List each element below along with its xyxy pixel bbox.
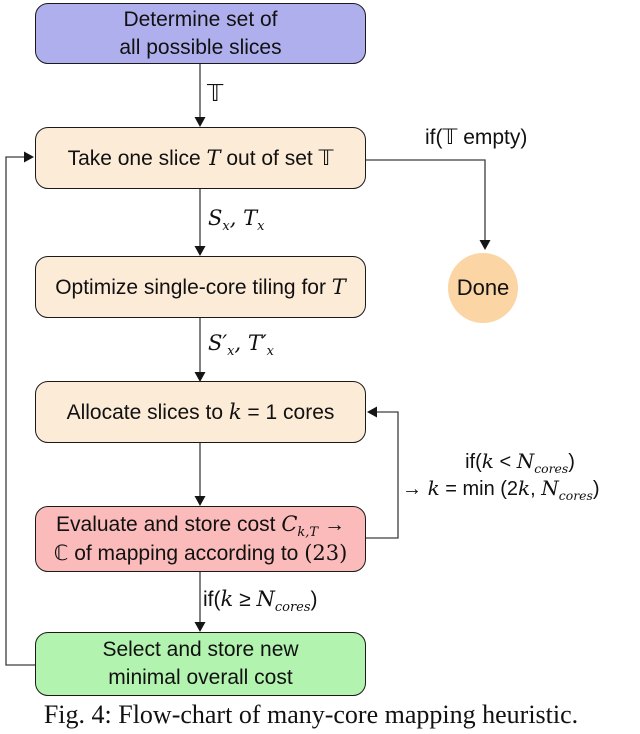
node-text: Take one slice T out of set 𝕋: [68, 144, 334, 173]
node-take-slice: Take one slice T out of set 𝕋: [35, 127, 366, 189]
text: ,: [530, 478, 542, 500]
text: ,: [234, 331, 248, 355]
arrow-glyph: →: [318, 513, 345, 536]
math-k: k: [427, 476, 440, 500]
label-set-T: 𝕋: [207, 82, 223, 107]
text: if(: [203, 588, 221, 611]
math-k: k: [220, 587, 234, 611]
equation-ref: (23): [304, 541, 348, 565]
text: Optimize single-core tiling for: [55, 275, 332, 299]
math-N: N: [256, 587, 275, 611]
text: ,: [229, 206, 244, 230]
math-T-prime: T′: [247, 331, 267, 355]
arrow-take-to-done: [366, 159, 486, 241]
text: = min (2: [439, 478, 519, 500]
math-sub-cores: cores: [534, 461, 569, 476]
node-text: ℂ of mapping according to (23): [54, 539, 348, 568]
arrow-glyph: →: [402, 478, 428, 500]
label-if-set-empty: if(𝕋 empty): [425, 125, 527, 150]
node-text: all possible slices: [119, 35, 282, 59]
math-T: T: [243, 206, 258, 230]
math-C: C: [281, 512, 298, 536]
node-select-minimal-cost: Select and store new minimal overall cos…: [35, 632, 366, 696]
label-sx-tx: Sx, Tx: [208, 206, 265, 235]
node-optimize-tiling: Optimize single-core tiling for T: [35, 256, 366, 318]
text: = 1 cores: [241, 400, 335, 424]
math-sub-kT: k,T: [297, 525, 319, 541]
math-T: T: [206, 145, 221, 170]
math-k: k: [228, 399, 242, 424]
label-k-update-rule: → k = min (2k, Ncores): [402, 475, 638, 502]
label-k-doubling-loop: if(k < Ncores) → k = min (2k, Ncores): [402, 448, 638, 502]
arrow-loop-next-slice: [5, 156, 35, 666]
node-determine-slices: Determine set of all possible slices: [35, 3, 366, 64]
text: ≥: [233, 588, 257, 611]
text: <: [493, 451, 517, 473]
figure-caption: Fig. 4: Flow-chart of many-core mapping …: [43, 700, 579, 729]
math-T: T: [331, 274, 346, 299]
node-text: Evaluate and store cost Ck,T →: [56, 510, 345, 539]
math-set-T: 𝕋: [442, 125, 458, 149]
math-sub-x: x: [257, 219, 265, 235]
node-allocate-cores: Allocate slices to k = 1 cores: [35, 381, 366, 443]
math-k: k: [518, 476, 531, 500]
node-text: minimal overall cost: [108, 666, 293, 689]
text: Allocate slices to: [66, 400, 229, 424]
text: out of set: [220, 146, 319, 170]
text: if(: [465, 451, 482, 473]
math-set-C: ℂ: [53, 541, 69, 565]
label-if-k-ge-ncores: if(k ≥ Ncores): [203, 587, 318, 616]
text: ): [592, 478, 600, 500]
math-sub-cores: cores: [274, 600, 311, 616]
node-text: Allocate slices to k = 1 cores: [67, 398, 335, 427]
arrowheads: [24, 117, 491, 632]
done-label: Done: [456, 275, 510, 300]
math-N: N: [541, 476, 559, 500]
text: empty): [457, 126, 528, 149]
math-N: N: [516, 449, 535, 473]
node-text: Optimize single-core tiling for T: [55, 273, 346, 302]
math-sub-cores: cores: [558, 488, 593, 503]
math-sub-x: x: [222, 219, 230, 235]
text: Take one slice: [67, 146, 207, 170]
math-set-T: 𝕋: [318, 145, 334, 170]
label-sx-tx-prime: S′x, T′x: [208, 331, 274, 360]
math-sub-x: x: [227, 344, 235, 360]
math-k: k: [481, 449, 494, 473]
text: ): [310, 588, 318, 611]
text: ): [568, 451, 575, 473]
text: Evaluate and store cost: [56, 513, 282, 536]
math-set-T: 𝕋: [207, 81, 224, 107]
node-text: Determine set of: [123, 7, 278, 31]
math-sub-x: x: [266, 344, 274, 360]
text: if(: [425, 126, 443, 149]
math-S: S: [208, 206, 223, 230]
arrow-loop-k-update: [366, 411, 399, 539]
label-if-k-lt-ncores: if(k < Ncores): [402, 448, 638, 475]
node-done: Done: [448, 253, 518, 323]
node-text: Select and store new: [102, 638, 299, 661]
text: of mapping according to: [68, 542, 305, 565]
node-evaluate-cost: Evaluate and store cost Ck,T → ℂ of mapp…: [35, 506, 366, 572]
math-S-prime: S′: [208, 331, 228, 355]
